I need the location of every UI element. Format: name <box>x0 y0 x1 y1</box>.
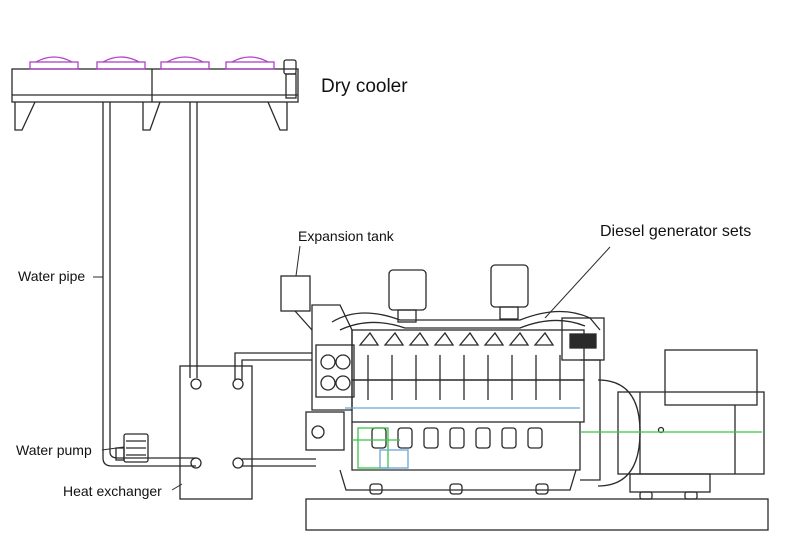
fan-row <box>29 56 275 70</box>
oil-pan <box>339 469 577 491</box>
front-accessories <box>305 344 355 451</box>
crankcase <box>351 422 581 471</box>
engine-block-lower <box>351 379 585 423</box>
turbocharger <box>388 269 427 311</box>
leader-lines <box>93 245 611 491</box>
leader-diesel-generator-sets <box>544 246 611 319</box>
fan <box>160 61 210 70</box>
label-water-pipe: Water pipe <box>18 268 86 284</box>
label-heat-exchanger: Heat exchanger <box>63 483 162 499</box>
leader-water-pump <box>101 446 125 451</box>
turbocharger <box>490 264 529 308</box>
label-diesel-generator-sets: Diesel generator sets <box>600 223 752 240</box>
leader-expansion-tank <box>295 245 301 277</box>
engine-block-upper <box>351 329 585 381</box>
flywheel-housing <box>580 359 601 481</box>
label-dry-cooler: Dry cooler <box>321 76 408 97</box>
label-expansion-tank: Expansion tank <box>298 228 394 244</box>
engine-front <box>311 304 353 411</box>
crankcase-ribs <box>371 427 543 449</box>
dry-cooler-body <box>11 68 299 103</box>
heat-exchanger <box>179 365 253 500</box>
blue-accents <box>345 407 580 469</box>
dry-cooler-leg <box>142 101 161 131</box>
label-water-pump: Water pump <box>16 442 92 458</box>
diesel-generator-set <box>305 264 765 500</box>
leader-heat-exchanger <box>171 483 183 491</box>
dry-cooler-leg <box>14 101 36 131</box>
engine-control-box <box>561 317 605 361</box>
fan <box>29 61 79 70</box>
expansion-tank <box>280 275 313 331</box>
fan <box>225 61 275 70</box>
dry-cooler <box>11 56 299 131</box>
water-pipes <box>102 102 316 467</box>
fan <box>96 61 146 70</box>
dry-cooler-cap <box>283 59 297 75</box>
base-frame <box>305 498 769 531</box>
green-accents <box>352 427 762 469</box>
alternator <box>617 349 765 500</box>
dry-cooler-leg <box>267 101 288 131</box>
injector-row <box>367 355 561 400</box>
cylinder-heads <box>358 331 555 346</box>
